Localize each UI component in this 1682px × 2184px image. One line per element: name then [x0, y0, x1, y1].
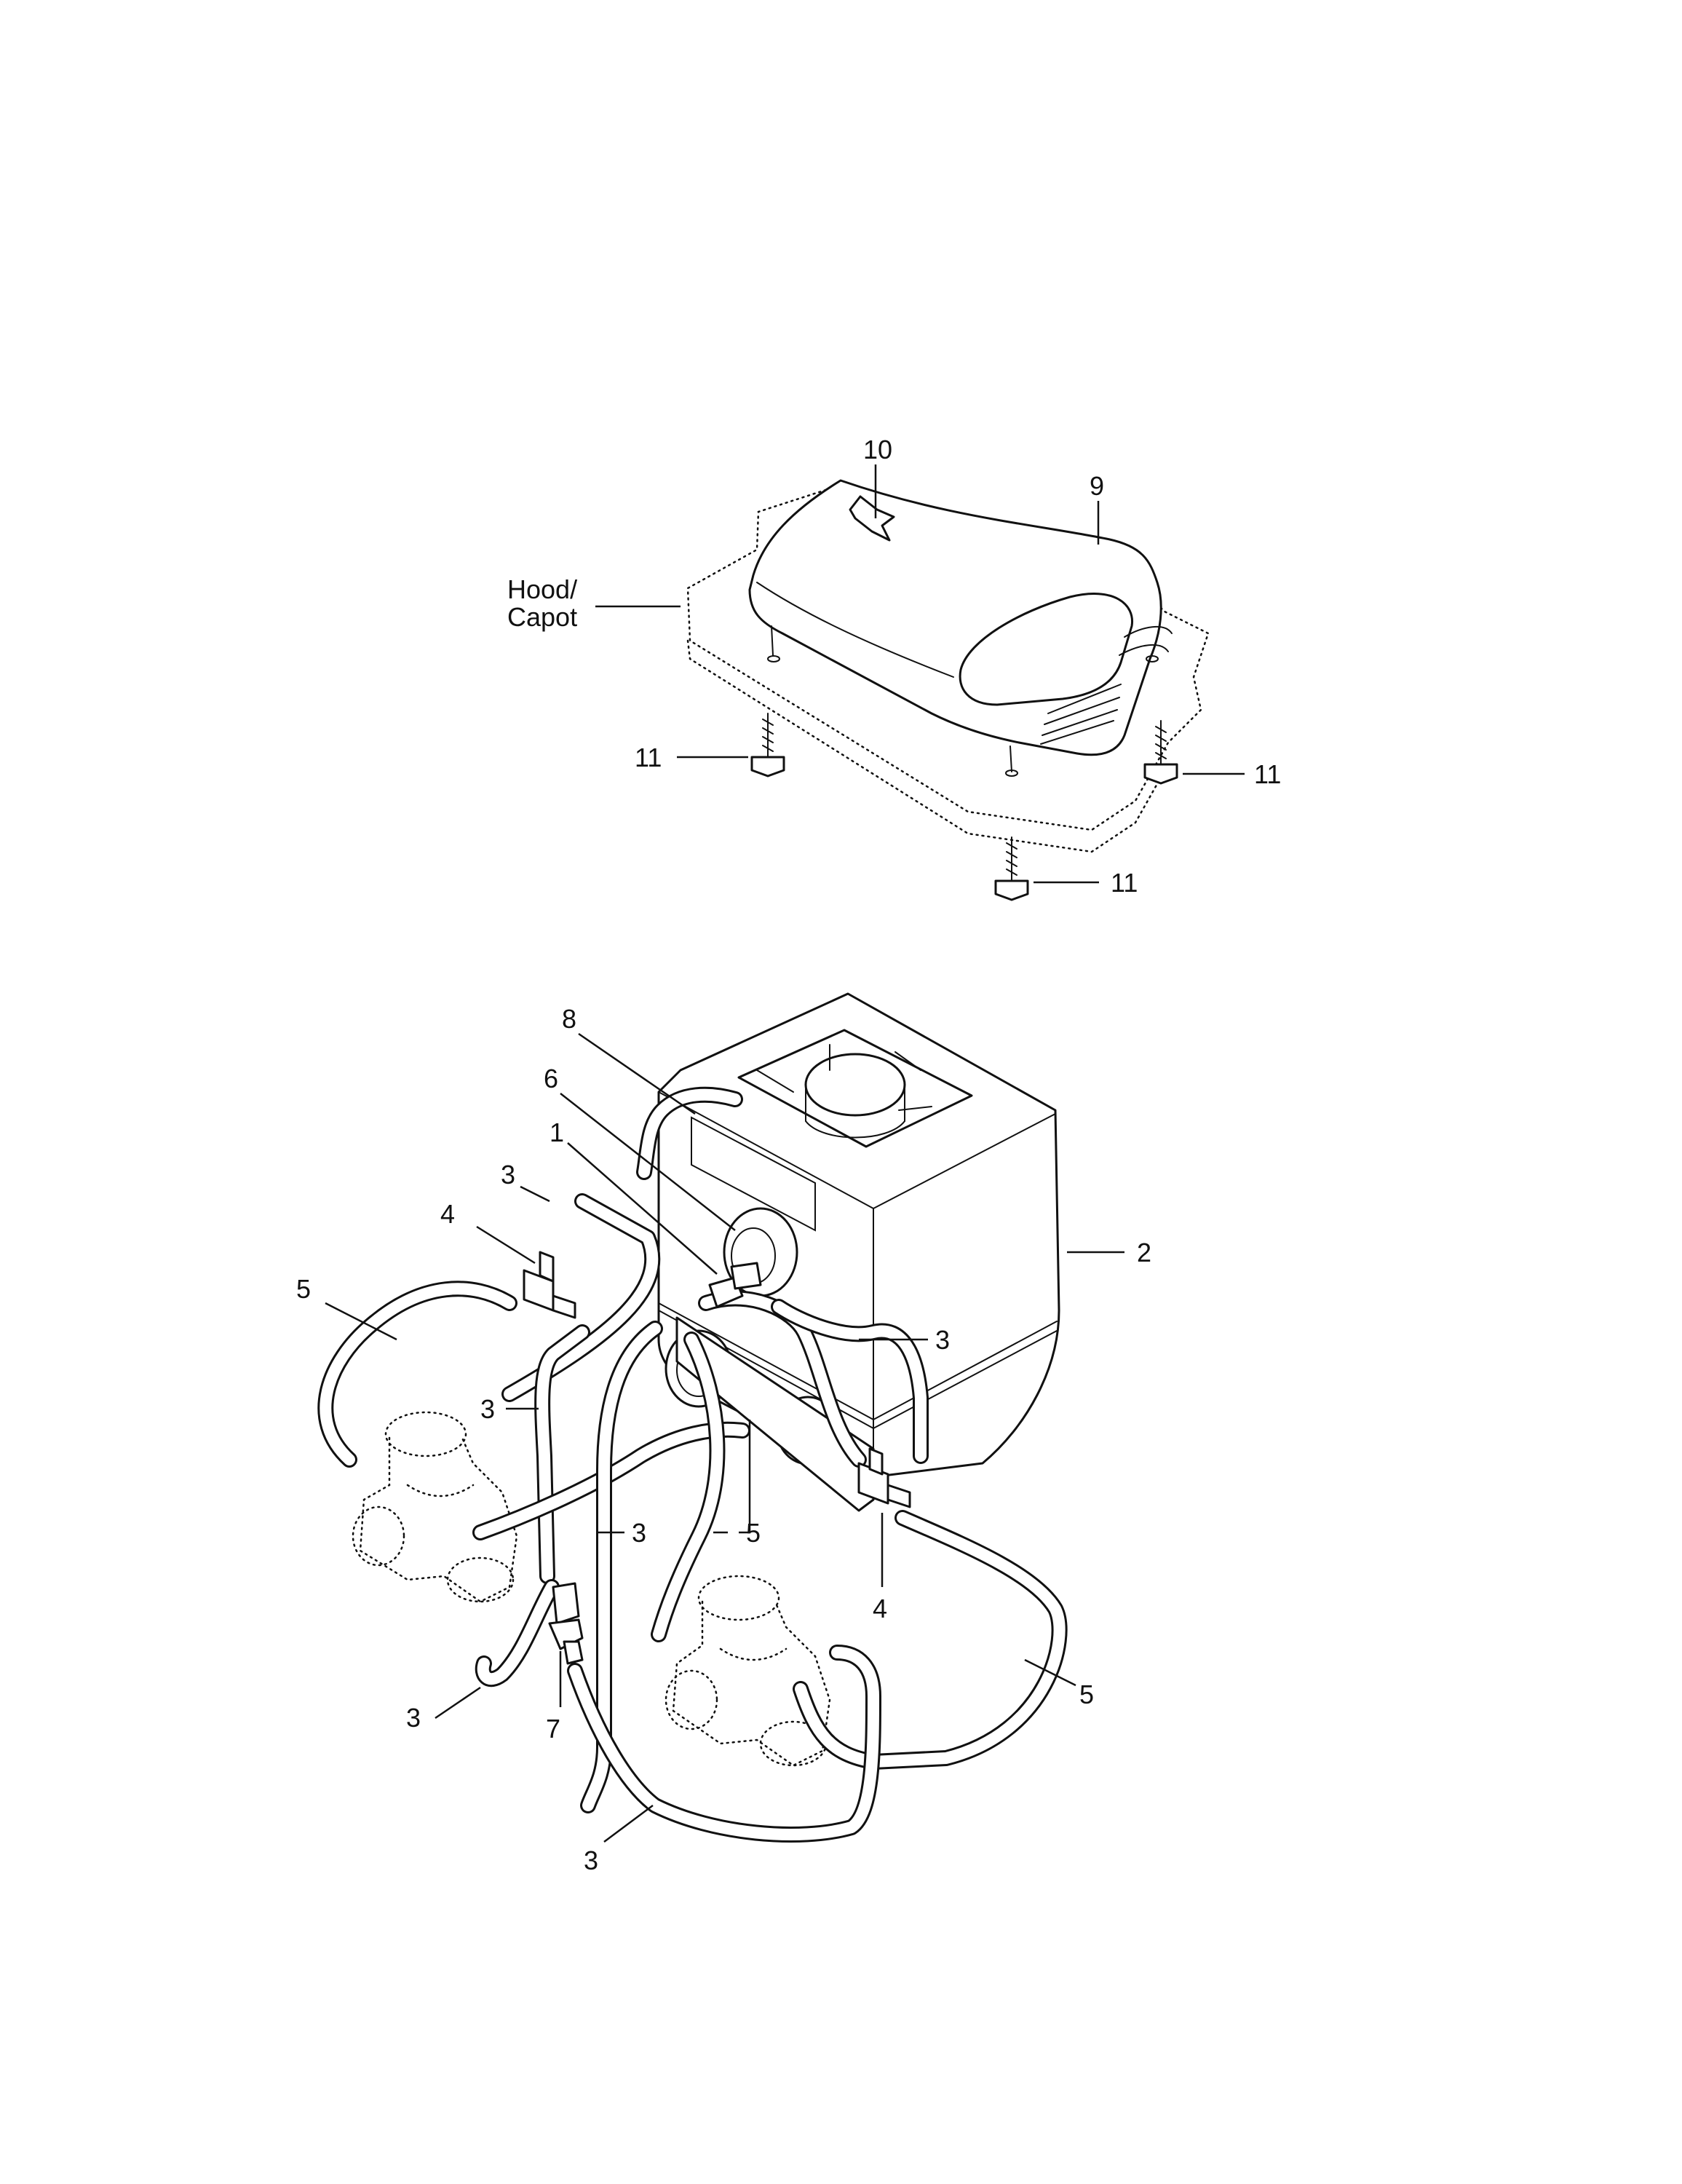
label-part-11-left: 11: [635, 743, 662, 772]
label-part-8: 8: [562, 1004, 576, 1034]
label-part-11-bottom: 11: [1111, 868, 1138, 898]
engine-cover-9: [748, 479, 1173, 777]
leader-8: [578, 1032, 696, 1115]
leader-3-lower-left: [435, 1686, 481, 1720]
leader-5-right: [1024, 1658, 1076, 1687]
leader-5-left: [325, 1302, 397, 1341]
label-part-11-right: 11: [1254, 759, 1281, 789]
label-part-3-lower-left: 3: [406, 1703, 421, 1733]
label-part-3-center: 3: [632, 1518, 646, 1548]
label-part-2: 2: [1137, 1238, 1151, 1267]
leader-5-mid: [739, 1420, 751, 1534]
label-part-1: 1: [550, 1117, 564, 1147]
hoses: [317, 1086, 1068, 1843]
label-part-10: 10: [863, 435, 892, 464]
engine-left: [352, 1411, 518, 1603]
label-part-3-top: 3: [501, 1160, 515, 1190]
label-part-5-center: 5: [746, 1518, 761, 1548]
label-hood: Hood/: [507, 574, 577, 604]
label-part-9: 9: [1090, 471, 1104, 501]
tee-fitting-4-left: [523, 1251, 576, 1319]
hose-fitting-1: [708, 1262, 762, 1308]
oil-tank-2: [657, 992, 1060, 1512]
label-part-3-mid: 3: [480, 1394, 495, 1424]
leader-4-left: [476, 1225, 536, 1265]
engine-right: [665, 1575, 831, 1767]
label-part-3-right: 3: [935, 1325, 950, 1355]
screw-11-right: [1143, 720, 1178, 785]
leader-3-top: [520, 1185, 550, 1203]
label-capot: Capot: [507, 602, 577, 632]
label-part-4-left: 4: [440, 1199, 455, 1229]
leader-3-bottom: [603, 1804, 654, 1843]
emblem-10: [849, 495, 895, 542]
label-part-6: 6: [544, 1064, 558, 1093]
screw-11-bottom: [994, 836, 1029, 901]
leader-6: [560, 1093, 736, 1231]
hood-outline: [686, 485, 1210, 853]
label-part-5-right: 5: [1079, 1679, 1094, 1709]
label-part-3-bottom: 3: [584, 1845, 598, 1875]
screw-11-left: [750, 713, 785, 778]
label-part-5-left: 5: [296, 1274, 311, 1304]
leader-1: [567, 1142, 718, 1275]
label-part-4-right: 4: [873, 1594, 887, 1623]
label-part-7: 7: [546, 1714, 560, 1744]
tee-fitting-4-right: [857, 1447, 911, 1508]
y-fitting-7: [548, 1582, 584, 1665]
